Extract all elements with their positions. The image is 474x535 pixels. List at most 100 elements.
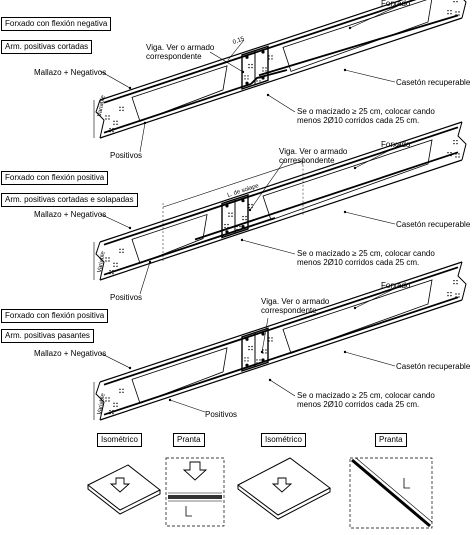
hatch-dot [450, 294, 452, 297]
detail-3-forxado-label: Forxado [381, 281, 411, 290]
leader-positivos-3-dot [168, 398, 172, 402]
detail-2-viga-label: Viga. Ver o armado correspondente [279, 147, 348, 165]
leader-mallazo-1 [99, 70, 131, 89]
pranta-2-beam-edge [355, 457, 433, 523]
beam-bar [241, 198, 245, 203]
beam-stirrup [221, 193, 249, 239]
hatch-dot [108, 257, 110, 259]
hatch-dot [447, 294, 449, 297]
hatch-dot [119, 109, 121, 112]
iso-slab-2 [237, 457, 331, 516]
leader-macizado-3 [269, 379, 296, 397]
top-reinforcement-bar [103, 0, 417, 104]
leader-positivos-2-dot [148, 260, 152, 264]
leader-forxado-2 [354, 144, 401, 169]
hatch-dot [119, 106, 121, 109]
bottom-bar-continuous [103, 296, 459, 416]
detail-2-forxado-label: Forxado [381, 140, 411, 149]
hatch-dot [256, 80, 258, 82]
slab-top-face [99, 121, 463, 243]
detail-1-viga-label: Viga. Ver o armado correspondente [146, 43, 215, 61]
hatch-dot [456, 279, 458, 282]
hatch-dot [447, 291, 449, 294]
leader-caseton-1-dot [343, 68, 347, 72]
hatch-dot [113, 123, 115, 126]
leader-positivos-1-dot [143, 121, 147, 125]
hatch-dot [119, 391, 121, 394]
caseton-void [131, 347, 228, 404]
hatch-dot [227, 223, 229, 226]
hatch-dot [108, 400, 110, 402]
hatch-dot [456, 282, 458, 285]
detail-1-title: Forxado con flexión negativa [1, 17, 112, 31]
leader-caseton-3-dot [343, 350, 347, 354]
hatch-dot [122, 391, 124, 394]
hatch-dot [259, 80, 261, 82]
view-3-label: Isométrico [261, 433, 306, 447]
arrow-down-icon [182, 461, 208, 481]
caseton-void [282, 0, 433, 72]
hatch-dot [251, 66, 253, 69]
detail-3-positivos-label: Positivos [205, 410, 238, 419]
slab-bottom-face [99, 17, 463, 139]
beam-bar [261, 50, 265, 54]
view-1-label: Isométrico [97, 433, 142, 447]
leader-viga-2-dot [248, 208, 252, 212]
hatch-dot [105, 397, 107, 399]
hatch-dot [113, 120, 115, 123]
hatch-dot [271, 337, 273, 339]
detail-1-mallazo-label: Mallazo + Negativos [34, 68, 107, 77]
detail-2-positivos-label: Positivos [110, 293, 143, 302]
hatch-dot [458, 153, 460, 155]
hatch-dot [244, 360, 246, 362]
detail-1-caseton-label: Casetón recuperable [396, 78, 471, 87]
hatch-dot [265, 349, 267, 351]
hatch-dot [450, 291, 452, 294]
leader-mallazo-2-dot [128, 226, 132, 230]
beam-bar [241, 224, 245, 229]
beam-bar [245, 337, 249, 341]
leader-macizado-2-dot [240, 238, 244, 242]
slab-break-right [457, 121, 467, 161]
hatch-dot [456, 0, 458, 3]
iso-slab-1-edge [87, 485, 161, 515]
caseton-void [131, 65, 228, 122]
hatch-dot [113, 402, 115, 405]
hatch-dot [112, 412, 114, 415]
hatch-dot [105, 115, 107, 117]
pranta-1-bar-mark [185, 506, 192, 517]
hatch-dot [455, 11, 457, 13]
hatch-dot [109, 127, 111, 130]
caseton-void [131, 213, 208, 264]
hatch-dot [262, 67, 264, 69]
hatch-dot [228, 215, 230, 217]
hatch-dot [122, 388, 124, 391]
hatch-dot [244, 357, 246, 359]
slab-bottom-face [99, 159, 463, 281]
slab-break-left [95, 241, 105, 281]
hatch-dot [262, 70, 264, 72]
top-reinforcement-bar [103, 266, 459, 386]
hatch-dot [108, 118, 110, 120]
hatch-dot [455, 156, 457, 158]
leader-forxado-3 [354, 285, 401, 309]
hatch-dot [265, 67, 267, 69]
hatch-dot [113, 405, 115, 408]
hatch-dot [116, 265, 118, 268]
leader-viga-1-dot [241, 70, 245, 74]
hatch-dot [113, 262, 115, 265]
hatch-dot [105, 118, 107, 120]
slab-break-left [95, 381, 105, 421]
hatch-dot [239, 225, 241, 228]
arrow-down-icon [271, 477, 293, 493]
leader-forxado-1 [349, 4, 401, 29]
hatch-dot [231, 215, 233, 217]
detail-2-caseton-label: Casetón recuperable [396, 220, 471, 229]
leader-forxado-1-dot [348, 26, 352, 30]
detail-3-title: Forxado con flexión positiva [1, 309, 109, 323]
hatch-dot [447, 12, 449, 15]
hatch-dot [247, 75, 249, 77]
slab-break-left [95, 99, 105, 139]
hatch-dot [122, 251, 124, 254]
detail-3-caseton-label: Casetón recuperable [396, 362, 471, 371]
